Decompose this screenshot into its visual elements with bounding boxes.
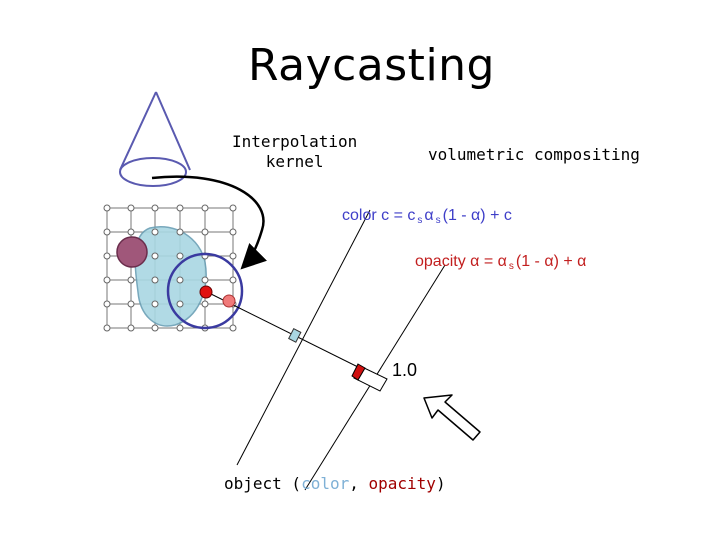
arrow-icon [151,175,267,270]
sample-purple [116,236,148,268]
object-caption-suffix: ) [435,474,446,493]
color-formula-alpha: α [424,207,434,224]
compositing-label: volumetric compositing [428,145,640,164]
object-caption-separator: , [349,474,369,493]
kernel-circle [166,252,244,330]
ray-sample-marker [288,328,302,343]
object-caption: object (color, opacity) [224,474,446,493]
color-formula-sub2: s [435,215,441,226]
opacity-formula-prefix: opacity α = α [415,253,507,270]
kernel-label: Interpolation kernel [232,132,357,172]
sample-red [199,285,213,299]
opacity-formula-rest: (1 - α) + α [515,253,587,270]
ray-value-label: 1.0 [392,360,418,380]
page-title: Raycasting [248,40,495,91]
color-formula-prefix: color c = c [342,207,416,224]
red-sample-marker [351,363,366,381]
object-caption-opacity: opacity [368,474,436,493]
color-formula-rest: (1 - α) + c [442,207,512,224]
object-caption-color: color [301,474,350,493]
opacity-formula-sub: s [508,261,514,272]
grid-nodes [103,204,237,332]
kernel-label-line1: Interpolation [232,132,358,151]
object-caption-prefix: object ( [224,474,302,493]
object-boundary-left [236,209,371,466]
eye-arrow-icon [423,394,481,441]
color-formula-sub1: s [417,215,423,226]
view-cone-icon [119,91,191,187]
kernel-label-line2: kernel [265,152,324,171]
sample-pink [222,294,236,308]
